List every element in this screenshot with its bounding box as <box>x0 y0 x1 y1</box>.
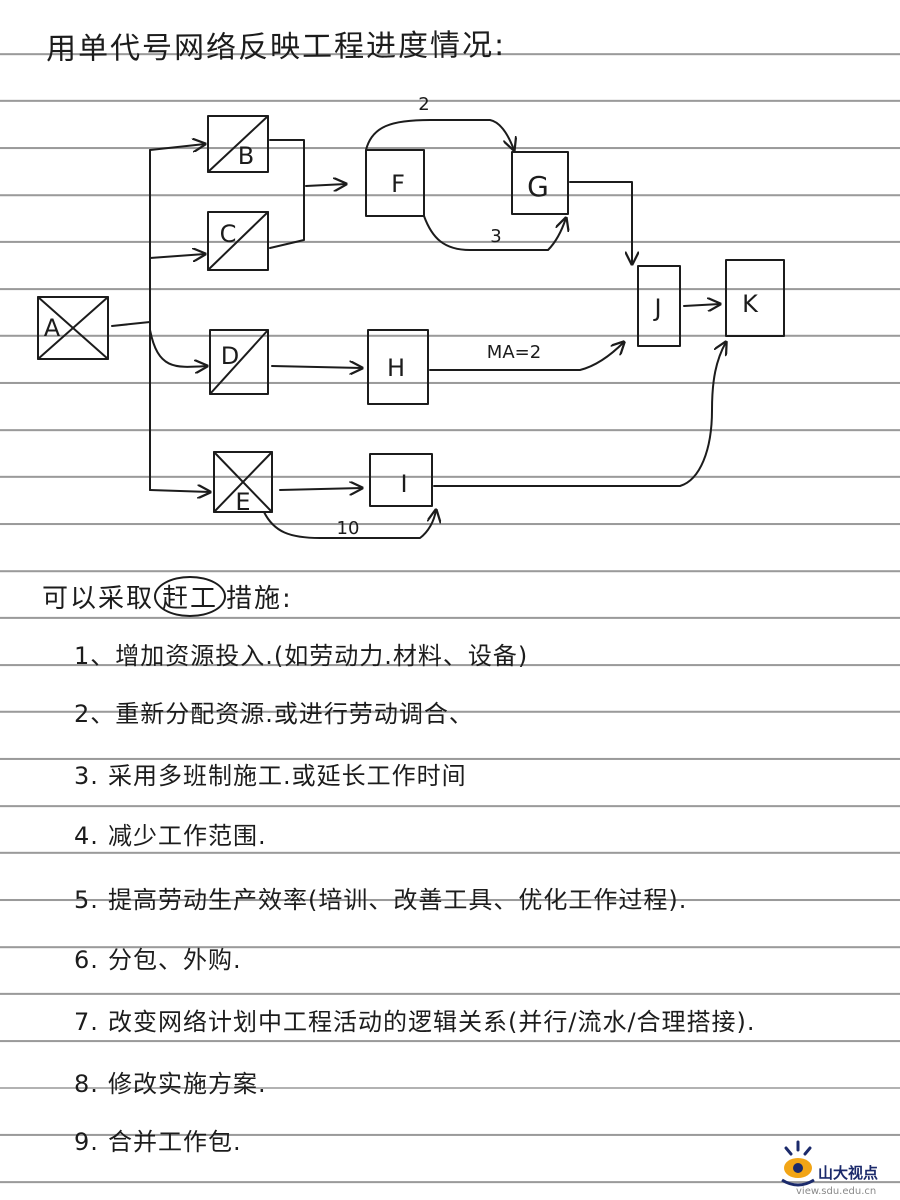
measure-number: 2、 <box>74 700 116 728</box>
measure-text: 改变网络计划中工程活动的逻辑关系(并行/流水/合理搭接). <box>108 1008 756 1036</box>
measure-text: 增加资源投入.(如劳动力.材料、设备) <box>115 642 529 670</box>
measure-item-6: 6. 分包、外购. <box>74 940 242 975</box>
measure-item-2: 2、重新分配资源.或进行劳动调合、 <box>74 694 474 729</box>
node-i <box>369 453 433 507</box>
measure-text: 采用多班制施工.或延长工作时间 <box>108 762 467 790</box>
node-b-label: B <box>238 142 254 170</box>
node-j <box>637 265 681 347</box>
measure-text: 合并工作包. <box>108 1128 242 1156</box>
measure-text: 分包、外购. <box>108 946 242 974</box>
measure-text: 修改实施方案. <box>108 1070 267 1098</box>
edge-a-e <box>149 490 210 492</box>
edge-f-g-bottom <box>423 216 566 251</box>
edge-b-f <box>269 139 305 249</box>
edge-d-h <box>271 366 362 368</box>
measure-number: 7. <box>74 1008 99 1036</box>
measure-item-1: 1、增加资源投入.(如劳动力.材料、设备) <box>74 636 528 671</box>
edge-e-i <box>279 488 362 490</box>
node-k-label: K <box>742 290 759 318</box>
node-a-label: A <box>44 314 61 342</box>
measure-text: 减少工作范围. <box>108 822 267 850</box>
measure-item-7: 7. 改变网络计划中工程活动的逻辑关系(并行/流水/合理搭接). <box>74 1002 756 1037</box>
node-c <box>207 211 269 271</box>
watermark-logo-name: 山大视点 <box>818 1164 879 1182</box>
edge-g-j <box>569 181 632 264</box>
node-g-label: G <box>527 170 549 203</box>
node-e-label: E <box>235 488 250 516</box>
edge-a-trunk <box>111 321 151 327</box>
node-h-label: H <box>387 354 405 382</box>
node-h <box>367 329 429 405</box>
measure-item-9: 9. 合并工作包. <box>74 1122 242 1157</box>
measure-item-3: 3. 采用多班制施工.或延长工作时间 <box>74 756 467 791</box>
measures-heading-circled: 赶工 <box>154 576 227 617</box>
edge-j-k <box>683 304 720 306</box>
edge-a-b <box>149 144 205 150</box>
node-j-label: J <box>652 294 661 322</box>
measure-number: 9. <box>74 1128 99 1156</box>
edge-h-j <box>429 342 624 371</box>
watermark-logo-url: view.sdu.edu.cn <box>796 1186 877 1197</box>
node-f-label: F <box>391 170 405 198</box>
node-c-label: C <box>220 220 237 248</box>
measure-item-4: 4. 减少工作范围. <box>74 816 267 851</box>
node-a <box>37 296 109 360</box>
network-diagram: A B C D E F G H I J K 2 3 MA=2 10 <box>37 94 785 539</box>
edge-i-k <box>433 342 726 487</box>
edge-c-f <box>305 184 346 186</box>
node-e <box>213 451 273 513</box>
measure-number: 8. <box>74 1070 99 1098</box>
measure-number: 4. <box>74 822 99 850</box>
node-g <box>511 151 569 215</box>
measure-number: 3. <box>74 762 99 790</box>
edge-label-f-g-top: 2 <box>418 94 429 115</box>
edge-label-e-i: 10 <box>337 518 360 539</box>
measure-item-5: 5. 提高劳动生产效率(培训、改善工具、优化工作过程). <box>74 880 687 915</box>
measure-text: 提高劳动生产效率(培训、改善工具、优化工作过程). <box>108 886 688 914</box>
measures-heading-before: 可以采取 <box>42 584 155 614</box>
page-title: 用单代号网络反映工程进度情况: <box>45 27 507 68</box>
edge-label-h-j: MA=2 <box>487 342 541 363</box>
measure-number: 1、 <box>74 642 116 670</box>
edge-a-d <box>149 329 207 367</box>
measure-number: 5. <box>74 886 99 914</box>
node-d-label: D <box>221 342 239 370</box>
node-f <box>365 149 425 217</box>
edge-f-g-top <box>365 119 514 150</box>
measures-heading: 可以采取赶工措施: <box>42 576 293 617</box>
node-b <box>207 115 269 173</box>
edge-e-i-bottom <box>263 510 436 539</box>
measure-text: 重新分配资源.或进行劳动调合、 <box>115 700 474 728</box>
measure-number: 6. <box>74 946 99 974</box>
node-d <box>209 329 269 395</box>
measure-item-8: 8. 修改实施方案. <box>74 1064 267 1099</box>
watermark-logo-icon <box>781 1140 815 1187</box>
node-k <box>725 259 785 337</box>
node-i-label: I <box>400 470 407 498</box>
measures-heading-after: 措施: <box>226 584 293 614</box>
edge-a-c <box>149 254 205 258</box>
edge-label-f-g-bottom: 3 <box>490 226 501 247</box>
